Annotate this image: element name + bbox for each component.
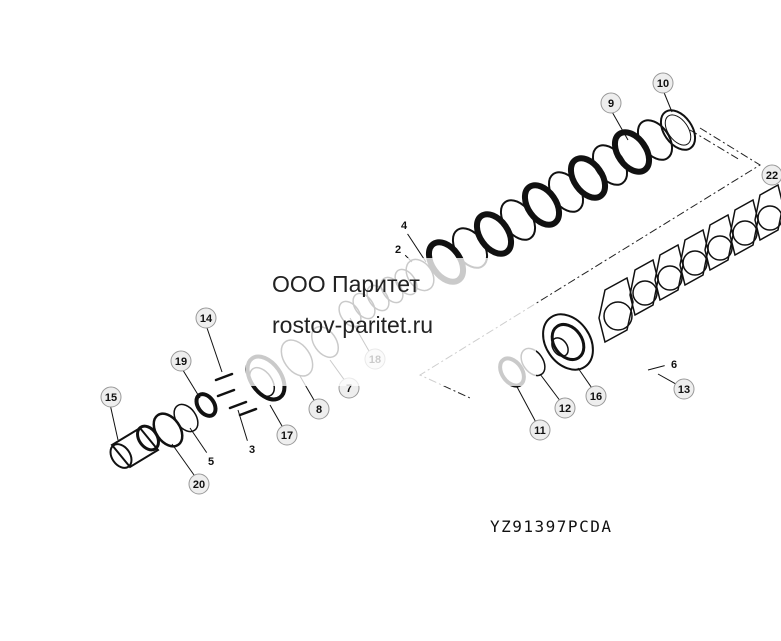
callout-3: 3 [242,439,262,459]
callout-20: 20 [188,473,210,495]
callout-8: 8 [308,398,330,420]
callout-label: 15 [105,392,117,404]
watermark-background [246,258,536,386]
callout-6: 6 [664,354,684,374]
callout-label: 12 [559,403,571,415]
callout-label: 13 [678,384,690,396]
callout-label: 20 [193,479,205,491]
callout-label: 16 [590,391,602,403]
callout-15: 15 [100,386,122,408]
callout-11: 11 [529,419,551,441]
watermark-company-name: ООО Паритет [272,271,420,297]
callout-label: 7 [346,383,352,395]
callout-label: 17 [281,430,293,442]
callout-label: 8 [316,404,322,416]
callout-16: 16 [585,385,607,407]
callout-19: 19 [170,350,192,372]
callout-4: 4 [394,215,414,235]
callout-5: 5 [201,451,221,471]
shaft-part [109,424,160,469]
callout-label: 11 [534,425,546,437]
callout-12: 12 [554,397,576,419]
callout-label: 3 [249,444,255,456]
callout-22: 22 [761,164,781,186]
callout-13: 13 [673,378,695,400]
callout-label: 4 [401,220,408,232]
callout-label: 9 [608,98,614,110]
callout-2: 2 [388,239,408,259]
callout-10: 10 [652,72,674,94]
drawing-code: YZ91397PCDA [490,517,613,536]
callout-9: 9 [600,92,622,114]
callout-label: 2 [395,244,401,256]
callout-label: 5 [208,456,214,468]
toothed-plate-stack [598,183,781,344]
callout-label: 19 [175,356,187,368]
watermark-website: rostov-paritet.ru [272,312,434,338]
callout-14: 14 [195,307,217,329]
callout-label: 10 [657,78,669,90]
dash-dot-boundary [418,127,761,399]
callout-label: 22 [766,170,778,182]
callout-label: 14 [200,313,213,325]
callout-label: 6 [671,359,677,371]
hub-part [542,313,594,371]
bolts [214,372,258,417]
callout-17: 17 [276,424,298,446]
